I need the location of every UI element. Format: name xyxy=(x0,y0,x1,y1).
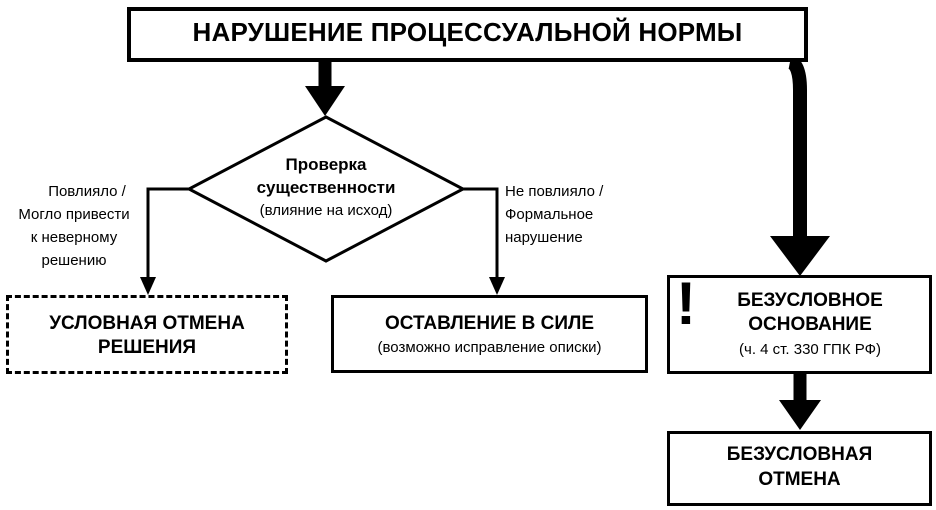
unconditional-annulment-line-2: ОТМЕНА xyxy=(758,469,841,490)
left-in-force-note: (возможно исправление описки) xyxy=(377,339,602,356)
left-in-force-box xyxy=(331,295,648,373)
conditional-annulment-line-1: УСЛОВНАЯ ОТМЕНА xyxy=(49,313,245,334)
middle-branch-label-3: нарушение xyxy=(505,229,583,246)
unconditional-ground-line-1: БЕЗУСЛОВНОЕ xyxy=(737,290,883,311)
unconditional-annulment-line-1: БЕЗУСЛОВНАЯ xyxy=(726,444,873,465)
arrow-decision-to-left-in-force xyxy=(463,187,505,295)
violation-title-box xyxy=(127,7,808,62)
decision-line-3: (влияние на исход) xyxy=(259,202,393,219)
unconditional-ground-line-2: ОСНОВАНИЕ xyxy=(748,314,872,335)
left-branch-label-2: Могло привести xyxy=(18,206,130,223)
unconditional-annulment-box xyxy=(667,431,932,506)
unconditional-ground-box xyxy=(667,275,932,374)
violation-title: НАРУШЕНИЕ ПРОЦЕССУАЛЬНОЙ НОРМЫ xyxy=(192,17,743,47)
arrow-ground-to-annulment xyxy=(779,374,821,430)
arrow-title-to-unconditional-ground xyxy=(770,55,830,276)
left-branch-label-4: решению xyxy=(41,252,107,269)
decision-diamond xyxy=(185,115,467,263)
conditional-annulment-line-2: РЕШЕНИЯ xyxy=(97,337,197,358)
middle-branch-label-2: Формальное xyxy=(505,206,594,223)
decision-line-2: существенности xyxy=(256,178,396,197)
left-branch-label-3: к неверному xyxy=(30,229,118,246)
left-in-force-title: ОСТАВЛЕНИЕ В СИЛЕ xyxy=(384,313,595,334)
unconditional-ground-note: (ч. 4 ст. 330 ГПК РФ) xyxy=(739,341,881,358)
arrow-title-to-decision xyxy=(305,62,345,116)
left-branch-label-1: Повлияло / xyxy=(48,183,126,200)
middle-branch-label-1: Не повлияло / xyxy=(505,183,604,200)
conditional-annulment-box xyxy=(6,295,288,374)
decision-line-1: Проверка xyxy=(285,155,367,174)
exclamation-icon: ! xyxy=(676,270,696,337)
arrow-decision-to-conditional-annulment xyxy=(140,187,189,295)
